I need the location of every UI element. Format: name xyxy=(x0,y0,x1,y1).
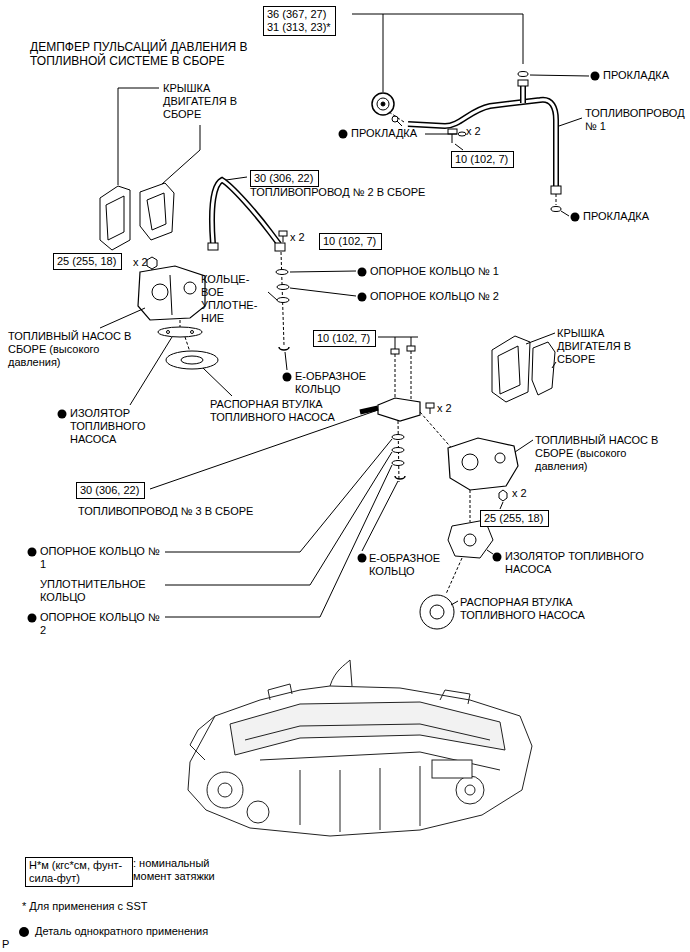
part-label: ОПОРНОЕ КОЛЬЦО № 1 xyxy=(370,265,499,278)
torque-box: 30 (306, 22) xyxy=(76,482,145,499)
torque-value: Н*м (кгс*см, фунт-сила-фут) xyxy=(29,859,129,885)
part-label-text: ТОПЛИВНЫЙ НАСОС В СБОРЕ (высокого давлен… xyxy=(535,434,675,473)
part-label-text: ОПОРНОЕ КОЛЬЦО № 2 xyxy=(370,290,499,303)
part-label: КОЛЬЦЕ- ВОЕ УПЛОТНЕ- НИЕ xyxy=(201,273,265,325)
torque-value: 10 (102, 7) xyxy=(317,332,372,345)
part-label: КРЫШКА ДВИГАТЕЛЯ В СБОРЕ xyxy=(163,82,258,121)
part-label-text: ТОПЛИВОПРОВОД № 3 В СБОРЕ xyxy=(78,505,253,518)
part-label: ПРОКЛАДКА xyxy=(583,210,649,223)
part-label-text: ПРОКЛАДКА xyxy=(583,210,649,223)
part-label: КРЫШКА ДВИГАТЕЛЯ В СБОРЕ xyxy=(557,327,652,366)
torque-box: 10 (102, 7) xyxy=(319,233,382,250)
part-label: РАСПОРНАЯ ВТУЛКА ТОПЛИВНОГО НАСОСА xyxy=(460,596,595,622)
part-label-text: ПРОКЛАДКА xyxy=(351,127,417,140)
part-label-text: КРЫШКА ДВИГАТЕЛЯ В СБОРЕ xyxy=(163,82,258,121)
part-label: ДЕМПФЕР ПУЛЬСАЦИЙ ДАВЛЕНИЯ В ТОПЛИВНОЙ С… xyxy=(30,40,300,68)
part-label: ТОПЛИВНЫЙ НАСОС В СБОРЕ (высокого давлен… xyxy=(535,434,675,473)
quantity-label-text: x 2 xyxy=(133,256,148,269)
part-label-text: РАСПОРНАЯ ВТУЛКА ТОПЛИВНОГО НАСОСА xyxy=(210,398,338,424)
part-label-text: РАСПОРНАЯ ВТУЛКА ТОПЛИВНОГО НАСОСА xyxy=(460,596,595,622)
torque-value: 30 (306, 22) xyxy=(80,484,141,497)
part-label: ОПОРНОЕ КОЛЬЦО № 2 xyxy=(40,611,160,637)
part-label-text: КОЛЬЦЕ- ВОЕ УПЛОТНЕ- НИЕ xyxy=(201,273,265,325)
part-label-text: ПРОКЛАДКА xyxy=(603,69,669,82)
part-label-text: УПЛОТНИТЕЛЬНОЕ КОЛЬЦО xyxy=(40,578,160,604)
part-label: ОПОРНОЕ КОЛЬЦО № 1 xyxy=(40,545,160,571)
legend-text: Деталь однократного применения xyxy=(35,925,208,938)
torque-box: 10 (102, 7) xyxy=(313,330,376,347)
part-label-text: ОПОРНОЕ КОЛЬЦО № 1 xyxy=(40,545,160,571)
part-label: ПРОКЛАДКА xyxy=(351,127,417,140)
part-label-text: ТОПЛИВНЫЙ НАСОС В СБОРЕ (высокого давлен… xyxy=(8,330,143,369)
part-label-text: ИЗОЛЯТОР ТОПЛИВНОГО НАСОСА xyxy=(505,550,685,576)
quantity-label: x 2 xyxy=(133,256,148,269)
part-label-text: КРЫШКА ДВИГАТЕЛЯ В СБОРЕ xyxy=(557,327,652,366)
note-text: * Для применения с SST xyxy=(22,900,148,913)
torque-box: 10 (102, 7) xyxy=(451,151,514,168)
torque-box: 25 (255, 18) xyxy=(480,510,549,527)
quantity-label: x 2 xyxy=(290,231,305,244)
note: * Для применения с SST xyxy=(22,900,148,913)
part-label: ТОПЛИВНЫЙ НАСОС В СБОРЕ (высокого давлен… xyxy=(8,330,143,369)
part-label-text: ТОПЛИВОПРОВОД № 1 xyxy=(585,107,685,133)
torque-value: 31 (313, 23)* xyxy=(267,21,332,34)
quantity-label-text: x 2 xyxy=(512,487,527,500)
part-label: ТОПЛИВОПРОВОД № 1 xyxy=(585,107,685,133)
legend-entry: Деталь однократного применения xyxy=(35,925,208,938)
torque-value: 10 (102, 7) xyxy=(455,153,510,166)
part-label: Е-ОБРАЗНОЕ КОЛЬЦО xyxy=(369,552,454,578)
legend-text: : номинальный момент затяжки xyxy=(133,857,243,883)
torque-value: 25 (255, 18) xyxy=(57,255,118,268)
part-label-text: ТОПЛИВОПРОВОД № 2 В СБОРЕ xyxy=(250,186,425,199)
part-label: ИЗОЛЯТОР ТОПЛИВНОГО НАСОСА xyxy=(505,550,685,576)
part-label-text: Е-ОБРАЗНОЕ КОЛЬЦО xyxy=(295,370,380,396)
quantity-label: x 2 xyxy=(466,125,481,138)
torque-value: 25 (255, 18) xyxy=(484,512,545,525)
part-label: ТОПЛИВОПРОВОД № 3 В СБОРЕ xyxy=(78,505,253,518)
figure-code-text: P xyxy=(2,938,9,951)
quantity-label: x 2 xyxy=(437,402,452,415)
part-label-text: ДЕМПФЕР ПУЛЬСАЦИЙ ДАВЛЕНИЯ В ТОПЛИВНОЙ С… xyxy=(30,40,300,68)
torque-value: 10 (102, 7) xyxy=(323,235,378,248)
part-label-text: ИЗОЛЯТОР ТОПЛИВНОГО НАСОСА xyxy=(70,407,165,446)
part-label-text: ОПОРНОЕ КОЛЬЦО № 1 xyxy=(370,265,499,278)
part-label-text: ОПОРНОЕ КОЛЬЦО № 2 xyxy=(40,611,160,637)
quantity-label-text: x 2 xyxy=(437,402,452,415)
legend-sample-box: Н*м (кгс*см, фунт-сила-фут) xyxy=(25,857,133,887)
part-label: ТОПЛИВОПРОВОД № 2 В СБОРЕ xyxy=(250,186,425,199)
quantity-label-text: x 2 xyxy=(466,125,481,138)
torque-box: 30 (306, 22) xyxy=(250,170,319,187)
torque-box: 25 (255, 18) xyxy=(53,253,122,270)
part-label: ОПОРНОЕ КОЛЬЦО № 2 xyxy=(370,290,499,303)
torque-value: 36 (367, 27) xyxy=(267,8,332,21)
part-label: ИЗОЛЯТОР ТОПЛИВНОГО НАСОСА xyxy=(70,407,165,446)
figure-code: P xyxy=(2,938,9,951)
part-label-text: Е-ОБРАЗНОЕ КОЛЬЦО xyxy=(369,552,454,578)
quantity-label-text: x 2 xyxy=(290,231,305,244)
part-label: Е-ОБРАЗНОЕ КОЛЬЦО xyxy=(295,370,380,396)
torque-value: 30 (306, 22) xyxy=(254,172,315,185)
part-label: ПРОКЛАДКА xyxy=(603,69,669,82)
part-label: УПЛОТНИТЕЛЬНОЕ КОЛЬЦО xyxy=(40,578,160,604)
quantity-label: x 2 xyxy=(512,487,527,500)
legend-entry: : номинальный момент затяжки xyxy=(133,857,243,883)
torque-box: 36 (367, 27)31 (313, 23)* xyxy=(263,6,336,36)
part-label: РАСПОРНАЯ ВТУЛКА ТОПЛИВНОГО НАСОСА xyxy=(210,398,338,424)
